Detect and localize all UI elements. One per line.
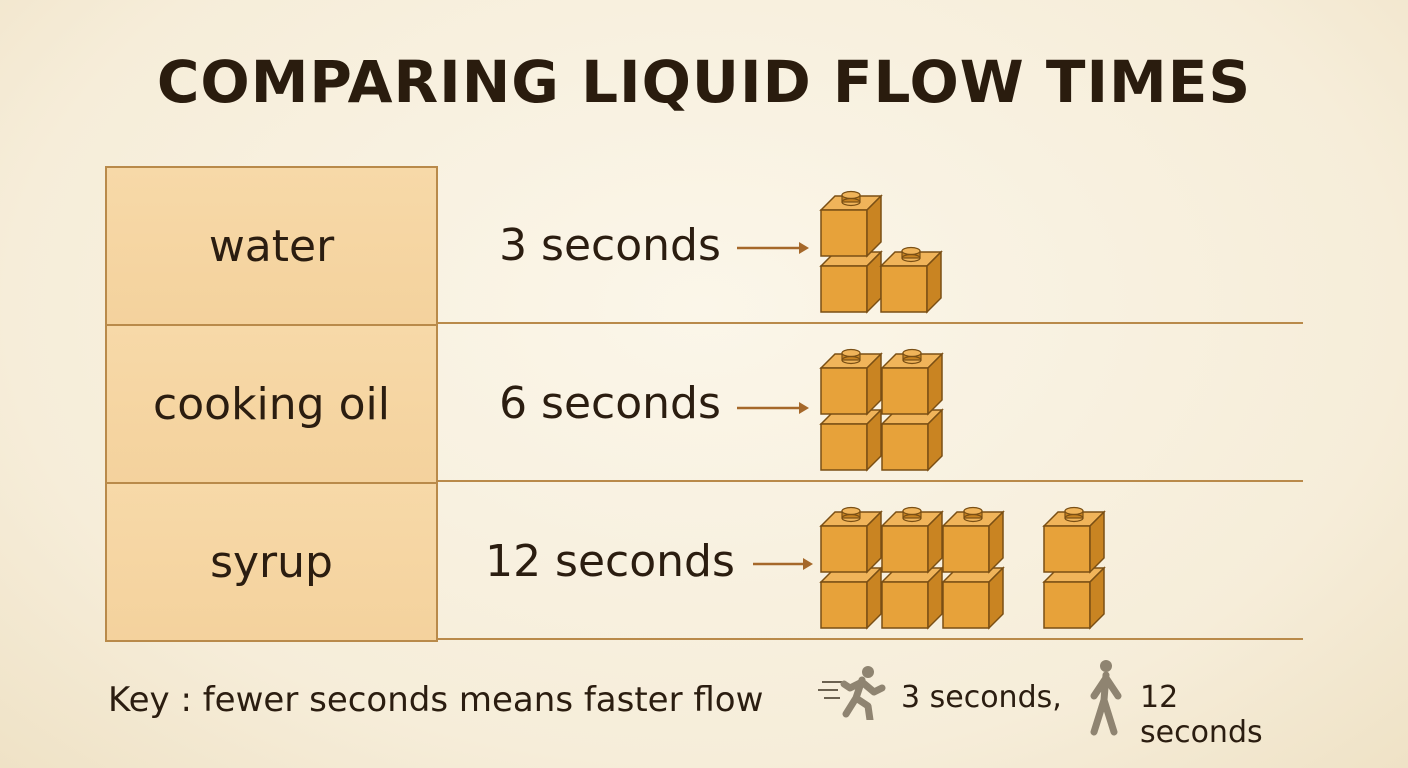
blocks-water: [819, 190, 943, 314]
block: [880, 566, 944, 630]
block: [941, 506, 1005, 574]
block: [819, 566, 883, 630]
block: [819, 348, 883, 416]
row-divider: [436, 322, 1303, 324]
key-fast-label: 3 seconds,: [901, 680, 1062, 715]
key-slow-label: 12 seconds: [1140, 680, 1263, 750]
row-divider: [436, 480, 1303, 482]
block: [941, 566, 1005, 630]
table-row: cooking oil 6 seconds: [105, 324, 1303, 484]
running-person-icon: [818, 666, 886, 720]
row-label-syrup: syrup: [105, 484, 438, 642]
row-value-syrup: 12 seconds: [485, 535, 735, 587]
table-row: water 3 seconds: [105, 166, 1303, 326]
legend-key: Key : fewer seconds means faster flow 3 …: [108, 660, 1308, 750]
block: [879, 246, 943, 314]
key-text: Key : fewer seconds means faster flow: [108, 680, 764, 720]
block: [819, 506, 883, 574]
arrow-icon: [753, 558, 813, 570]
row-divider: [436, 638, 1303, 640]
blocks-syrup: [819, 506, 1106, 630]
arrow-icon: [737, 402, 809, 414]
data-table: water 3 seconds cooking oil 6 seconds sy…: [105, 166, 1303, 642]
arrow-icon: [737, 242, 809, 254]
table-row: syrup 12 seconds: [105, 482, 1303, 642]
block: [1042, 506, 1106, 574]
block: [819, 190, 883, 258]
block: [880, 348, 944, 416]
block: [1042, 566, 1106, 630]
blocks-cooking-oil: [819, 348, 944, 472]
walking-person-icon: [1090, 660, 1122, 736]
block: [880, 408, 944, 472]
row-label-cooking-oil: cooking oil: [105, 326, 438, 484]
row-value-water: 3 seconds: [499, 219, 721, 271]
block: [819, 250, 883, 314]
block: [880, 506, 944, 574]
row-value-cooking-oil: 6 seconds: [499, 377, 721, 429]
row-label-water: water: [105, 166, 438, 326]
chart-title: COMPARING LIQUID FLOW TIMES: [156, 48, 1252, 116]
block: [819, 408, 883, 472]
